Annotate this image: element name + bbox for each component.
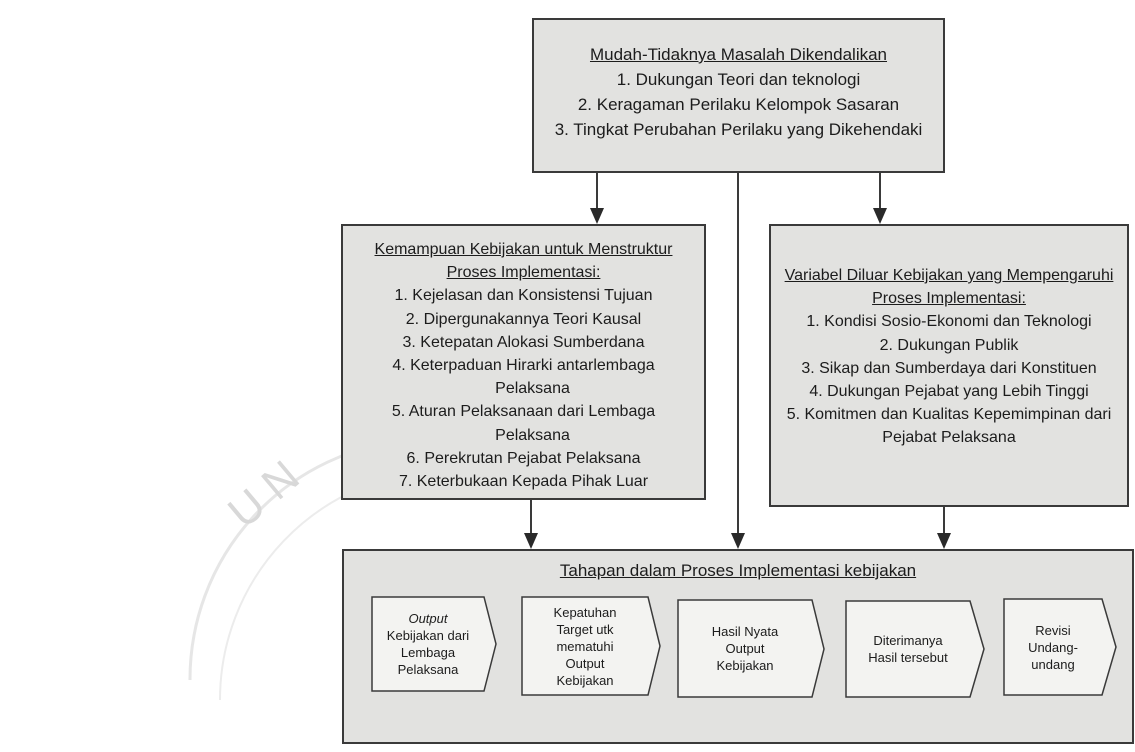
policy-capability-box: Kemampuan Kebijakan untuk Menstruktur Pr…	[341, 224, 706, 500]
list-item: 3. Tingkat Perubahan Perilaku yang Dikeh…	[554, 120, 923, 139]
list-item: 3. Ketepatan Alokasi Sumberdana	[402, 333, 645, 351]
stage-2-label: Kepatuhan Target utk mematuhi Output Keb…	[522, 597, 648, 695]
list-item-continuation: Pelaksana	[495, 380, 570, 398]
stage-1-shape	[371, 596, 497, 692]
stage-4-shape	[845, 600, 985, 698]
list-item: 2. Dukungan Publik	[879, 336, 1019, 354]
stage-shapes	[371, 596, 1117, 698]
implementation-stages-box: Tahapan dalam Proses Implementasi kebija…	[342, 549, 1134, 744]
stage-5-shape	[1003, 598, 1117, 696]
policy-capability-subheading: Proses Implementasi:	[446, 264, 601, 282]
list-item: 2. Dipergunakannya Teori Kausal	[405, 310, 642, 328]
stage-1-line: Lembaga	[400, 645, 456, 660]
stage-2-line: Kepatuhan	[553, 604, 617, 620]
list-item: 4. Dukungan Pejabat yang Lebih Tinggi	[809, 383, 1089, 401]
external-variables-box: Variabel Diluar Kebijakan yang Mempengar…	[769, 224, 1129, 507]
stage-2-shape	[521, 596, 661, 696]
stage-4-line: Diterimanya	[873, 633, 943, 648]
stage-2-line: Output	[565, 655, 605, 671]
stage-2-line: mematuhi	[556, 638, 614, 654]
arrowhead	[590, 208, 604, 224]
external-variables-subheading: Proses Implementasi:	[872, 290, 1026, 308]
stage-3-line: Hasil Nyata	[711, 624, 779, 639]
policy-capability-heading: Kemampuan Kebijakan untuk Menstruktur	[374, 241, 673, 258]
stage-3-line: Output	[725, 641, 765, 656]
stage-5-line: Revisi	[1035, 622, 1071, 638]
external-variables-heading: Variabel Diluar Kebijakan yang Mempengar…	[784, 267, 1114, 284]
list-item: 1. Kejelasan dan Konsistensi Tujuan	[394, 287, 653, 305]
list-item: 2. Keragaman Perilaku Kelompok Sasaran	[577, 95, 900, 114]
watermark-text: U N	[219, 451, 309, 537]
stage-5-line: Undang-	[1028, 639, 1078, 655]
stage-1-line: Kebijakan dari	[386, 628, 470, 643]
stage-2-line: Kebijakan	[556, 672, 614, 688]
list-item: 3. Sikap dan Sumberdaya dari Konstituen	[801, 359, 1097, 377]
stage-5-line: undang	[1031, 656, 1075, 672]
stage-1-italic: Output	[408, 611, 448, 626]
list-item: 1. Dukungan Teori dan teknologi	[616, 70, 861, 89]
problem-tractability-heading: Mudah-Tidaknya Masalah Dikendalikan	[589, 45, 888, 64]
list-item: 4. Keterpaduan Hirarki antarlembaga	[392, 357, 655, 375]
list-item: 6. Perekrutan Pejabat Pelaksana	[406, 449, 641, 467]
arrowhead	[937, 533, 951, 549]
list-item-continuation: Pelaksana	[495, 426, 570, 444]
implementation-stages-title: Tahapan dalam Proses Implementasi kebija…	[559, 561, 917, 580]
list-item: 5. Aturan Pelaksanaan dari Lembaga	[391, 403, 656, 421]
stage-1-line: Pelaksana	[397, 662, 459, 677]
problem-tractability-box: Mudah-Tidaknya Masalah Dikendalikan 1. D…	[532, 18, 945, 173]
stage-4-label: Diterimanya Hasil tersebut	[846, 601, 970, 697]
stage-1-label: Output Kebijakan dari Lembaga Pelaksana	[372, 597, 484, 691]
stage-4-line: Hasil tersebut	[868, 650, 948, 665]
stage-3-label: Hasil Nyata Output Kebijakan	[678, 600, 812, 697]
arrowhead	[731, 533, 745, 549]
arrowhead	[524, 533, 538, 549]
list-item: 5. Komitmen dan Kualitas Kepemimpinan da…	[786, 406, 1112, 424]
stage-2-line: Target utk	[556, 621, 614, 637]
stage-5-label: Revisi Undang- undang	[1004, 599, 1102, 695]
arrowhead	[873, 208, 887, 224]
list-item: 7. Keterbukaan Kepada Pihak Luar	[398, 473, 649, 491]
stage-3-shape	[677, 599, 825, 698]
stage-3-line: Kebijakan	[716, 658, 774, 673]
list-item-continuation: Pejabat Pelaksana	[882, 429, 1016, 447]
list-item: 1. Kondisi Sosio-Ekonomi dan Teknologi	[806, 313, 1092, 331]
